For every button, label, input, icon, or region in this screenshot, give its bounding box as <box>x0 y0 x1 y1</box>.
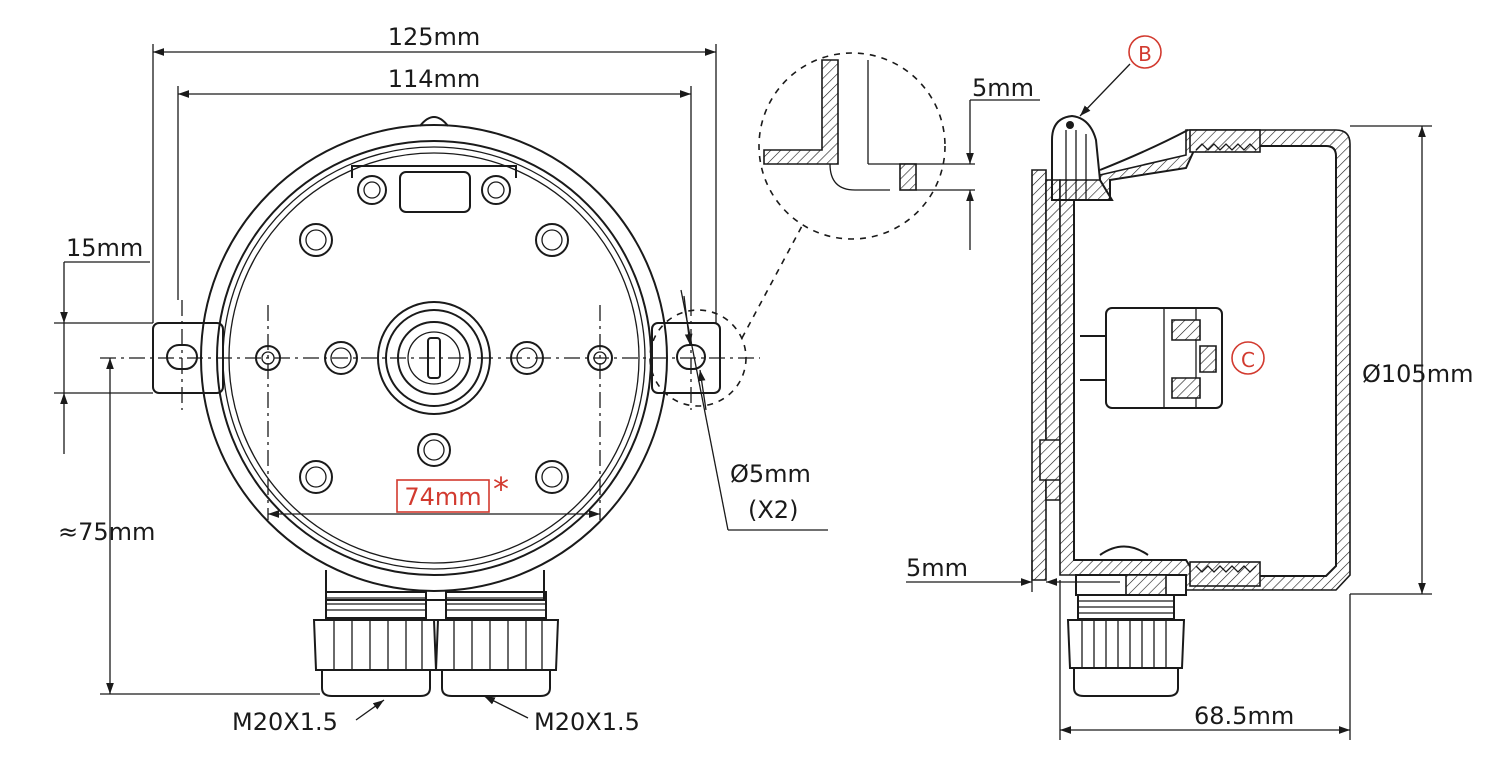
dim-center-spacing-box <box>396 479 490 513</box>
top-boss-left <box>357 175 387 205</box>
detail-view: 5mm <box>649 52 1040 407</box>
dim-hole-count: (X2) <box>748 496 798 524</box>
top-nub <box>419 116 449 127</box>
dim-overall-width: 125mm <box>388 23 481 51</box>
dim-side-diameter: Ø105mm <box>1362 360 1473 388</box>
callout-b: B <box>1138 42 1152 66</box>
top-latch <box>399 171 471 213</box>
top-latch-recess <box>351 165 517 178</box>
latch-clip <box>1051 114 1114 201</box>
dim-side-wall: 5mm <box>906 554 968 582</box>
front-view: 125mm 114mm 15mm ≈75mm 74mm * Ø5mm (X2) … <box>54 23 828 736</box>
top-boss-right-inner <box>487 181 505 199</box>
gland-label-right: M20X1.5 <box>534 708 640 736</box>
bottom-boss <box>325 570 545 601</box>
boss-holes <box>299 223 569 494</box>
top-boss-right <box>481 175 511 205</box>
dim-hole-spacing: 114mm <box>388 65 481 93</box>
dim-side-depth: 68.5mm <box>1194 702 1294 730</box>
detail-wall-section <box>763 59 839 165</box>
callout-c-circle <box>1231 341 1265 375</box>
cable-gland-right <box>432 591 560 697</box>
dim-center-spacing-marker: * <box>493 470 509 508</box>
dim-height: ≈75mm <box>58 518 155 546</box>
callout-b-circle <box>1128 35 1162 69</box>
dim-center-spacing: 74mm <box>404 483 481 511</box>
front-plate <box>1031 169 1047 581</box>
dim-tab-height: 15mm <box>66 234 143 262</box>
dim-detail-wall: 5mm <box>972 74 1034 102</box>
dim-hole-diameter: Ø5mm <box>730 460 811 488</box>
detail-mark-circle <box>649 309 747 407</box>
gland-label-left: M20X1.5 <box>232 708 338 736</box>
side-cable-gland <box>1066 594 1186 697</box>
callout-c: C <box>1241 348 1255 372</box>
top-boss-left-inner <box>363 181 381 199</box>
detail-circle <box>758 52 946 240</box>
cable-gland-left <box>312 591 440 697</box>
side-view: Ø105mm 68.5mm 5mm B C <box>906 35 1473 740</box>
